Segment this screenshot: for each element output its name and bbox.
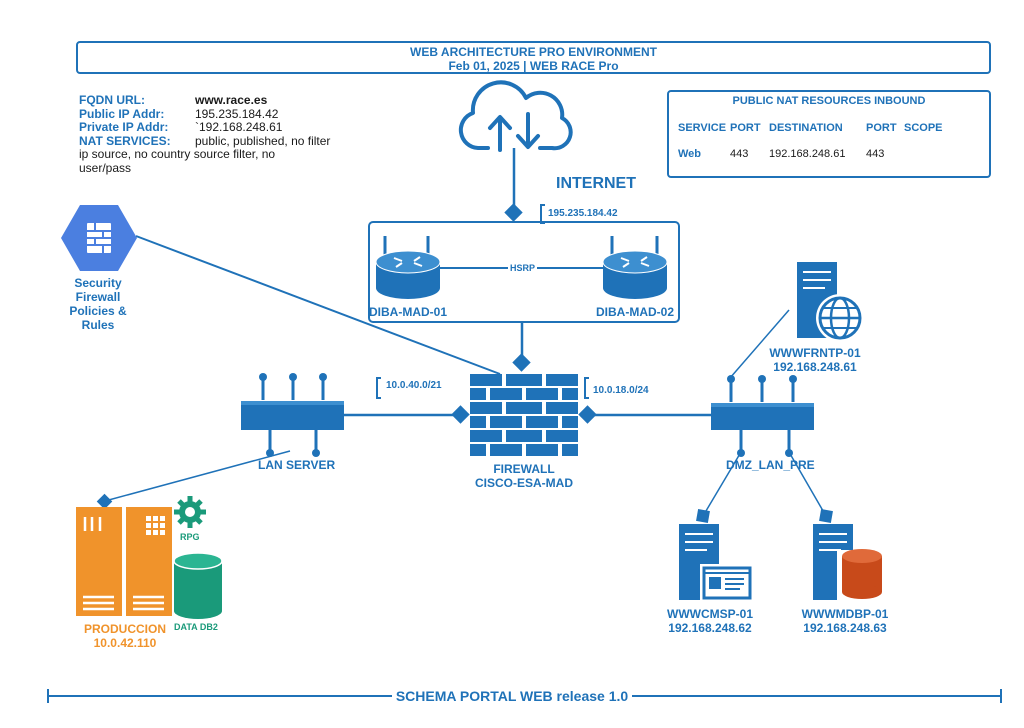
router-right-label: DIBA-MAD-02	[596, 305, 674, 319]
production-name: PRODUCCION	[83, 622, 166, 636]
lan-server-label: LAN SERVER	[258, 458, 336, 472]
public-ip-value: 195.235.184.42	[195, 106, 279, 121]
fqdn-value: www.race.es	[195, 93, 268, 107]
security-icon	[61, 205, 137, 271]
link-diamonds	[451, 203, 597, 424]
firewall-label: FIREWALL CISCO-ESA-MAD	[464, 462, 584, 490]
db-server-label: WWWMDBP-01 192.168.248.63	[790, 607, 900, 635]
nat-cell-destination: 192.168.248.61	[769, 148, 846, 160]
cms-server-ip: 192.168.248.62	[668, 621, 752, 635]
nat-header-scope: SCOPE	[904, 122, 943, 134]
dmz-cms-link	[702, 451, 742, 517]
security-label-line3: Policies &	[69, 304, 127, 318]
footer-text: SCHEMA PORTAL WEB release 1.0	[391, 688, 633, 704]
footer-tick-right	[1000, 689, 1002, 703]
security-label-line1: Security	[74, 276, 122, 290]
db2-label: DATA DB2	[174, 622, 218, 632]
rpg-label: RPG	[180, 532, 200, 542]
cms-server-icon	[679, 509, 752, 600]
security-label-line4: Rules	[81, 318, 115, 332]
info-block: FQDN URL: www.race.es Public IP Addr: 195.…	[79, 93, 359, 175]
dmz-db-link	[788, 451, 827, 517]
nat-cell-port2: 443	[866, 148, 885, 160]
private-ip-key: Private IP Addr:	[79, 120, 169, 134]
page-title: WEB ARCHITECTURE PRO ENVIRONMENT	[410, 45, 657, 59]
dmz-switch-icon	[711, 375, 814, 457]
ntp-server-label: WWWFRNTP-01 192.168.248.61	[760, 346, 870, 374]
fqdn-key: FQDN URL:	[79, 93, 145, 107]
firewall-icon	[470, 374, 578, 456]
ntp-server-name: WWWFRNTP-01	[769, 346, 861, 360]
production-server-icon	[76, 493, 172, 616]
lan-switch-icon	[241, 373, 344, 457]
db-server-name: WWWMDBP-01	[801, 607, 889, 621]
cms-server-name: WWWCMSP-01	[667, 607, 753, 621]
hsrp-label: HSRP	[508, 263, 538, 273]
production-ip: 10.0.42.110	[93, 636, 157, 650]
dmz-ntp-link	[729, 309, 790, 379]
nat-cell-service: Web	[678, 148, 702, 160]
nat-header-destination: DESTINATION	[769, 122, 843, 134]
database-icon	[173, 552, 223, 619]
internet-ip: 195.235.184.42	[548, 208, 618, 219]
nat-header-port: PORT	[730, 122, 761, 134]
security-policy-link	[135, 235, 501, 375]
page-subtitle: Feb 01, 2025 | WEB RACE Pro	[448, 59, 619, 73]
public-ip-key: Public IP Addr:	[79, 106, 165, 121]
nat-header-service: SERVICE	[678, 122, 727, 134]
footer-label: SCHEMA PORTAL WEB release 1.0	[0, 688, 1024, 706]
nat-table-title: PUBLIC NAT RESOURCES INBOUND	[732, 95, 926, 107]
db-server-ip: 192.168.248.63	[803, 621, 887, 635]
router-group-box	[368, 221, 680, 323]
private-ip-value: `192.168.248.61	[195, 120, 283, 134]
ntp-server-icon	[797, 262, 864, 342]
firewall-label-line2: CISCO-ESA-MAD	[475, 476, 573, 490]
nat-table: PUBLIC NAT RESOURCES INBOUND SERVICE POR…	[667, 90, 991, 178]
nat-header-port2: PORT	[866, 122, 897, 134]
nat-services-value: public, published, no filter	[195, 133, 331, 148]
nat-services-key: NAT SERVICES:	[79, 133, 171, 148]
ntp-server-ip: 192.168.248.61	[773, 360, 857, 374]
nat-cell-port: 443	[730, 148, 749, 160]
db-server-icon	[813, 509, 887, 600]
production-label: PRODUCCION 10.0.42.110	[70, 622, 180, 650]
footer-tick-left	[47, 689, 49, 703]
dmz-lan-label: DMZ_LAN_PRE	[726, 458, 815, 472]
router-icon-right	[602, 236, 668, 299]
security-label-line2: Firewall	[75, 290, 121, 304]
internet-label: INTERNET	[556, 175, 636, 192]
firewall-label-line1: FIREWALL	[493, 462, 555, 476]
router-left-label: DIBA-MAD-01	[369, 305, 447, 319]
lan-prod-link	[104, 450, 291, 502]
router-icon-left	[375, 236, 441, 299]
cms-server-label: WWWCMSP-01 192.168.248.62	[655, 607, 765, 635]
dmz-network-ip: 10.0.18.0/24	[593, 385, 649, 396]
gear-icon	[174, 496, 206, 528]
nat-services-cont1: ip source, no country source filter, no	[79, 147, 276, 161]
title-box: WEB ARCHITECTURE PRO ENVIRONMENT Feb 01,…	[76, 41, 991, 74]
lan-network-ip: 10.0.40.0/21	[386, 380, 442, 391]
cloud-icon	[458, 80, 573, 152]
connection-lines	[104, 148, 827, 517]
security-label: Security Firewall Policies & Rules	[58, 276, 138, 332]
nat-services-cont2: user/pass	[79, 160, 132, 175]
